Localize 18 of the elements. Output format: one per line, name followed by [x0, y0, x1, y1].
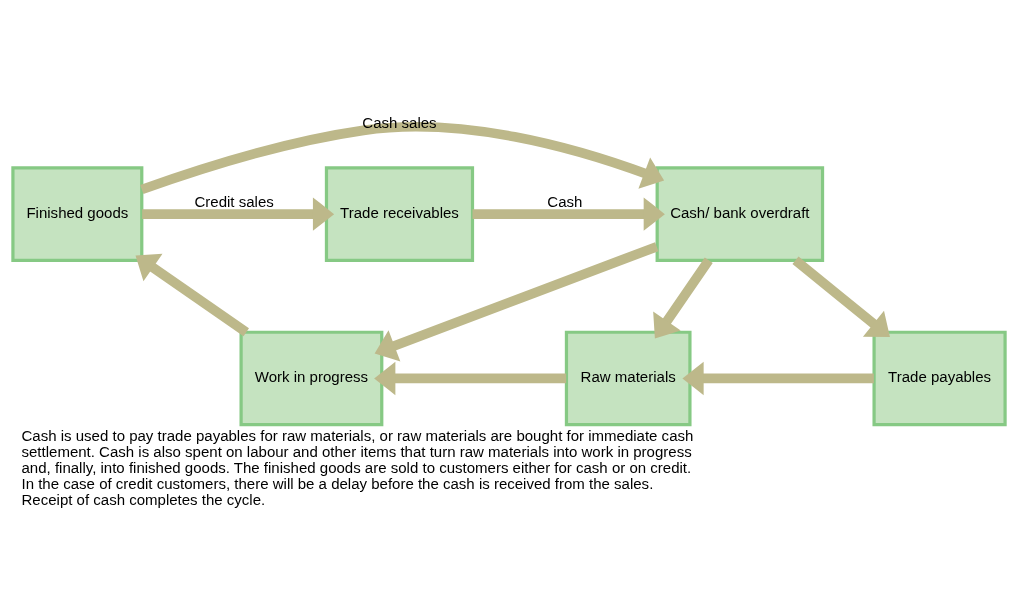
node-box: Raw materials — [564, 330, 692, 426]
node-box: Work in progress — [239, 330, 384, 426]
caption: Cash is used to pay trade payables for raw materials, or raw materials are bought for immediate cash settlement. Cash is also spent on labour and other items that turn raw materials into work in progress and, finally, into finished goods. The finished goods are sold to customers either for cash or on credit. In the case of credit customers, there will be a delay before the cash is received from the sales. Receipt of cash completes the cycle. — [21, 426, 694, 508]
arrow — [472, 196, 665, 231]
node-box: Trade payables — [872, 330, 1007, 426]
arrow — [374, 361, 567, 395]
arrow — [653, 257, 713, 339]
arrow — [142, 196, 335, 231]
node-box: Trade receivables — [324, 165, 475, 262]
arrow — [374, 241, 659, 362]
arrow — [140, 121, 665, 194]
node-box: Cash/ bank overdraft — [655, 165, 825, 262]
arrow — [792, 256, 890, 337]
edge-label: Credit sales — [194, 192, 274, 210]
arrow — [682, 361, 874, 395]
node-box: Finished goods — [11, 165, 144, 262]
arrow — [135, 253, 249, 336]
edge-label: Cash — [547, 192, 583, 210]
